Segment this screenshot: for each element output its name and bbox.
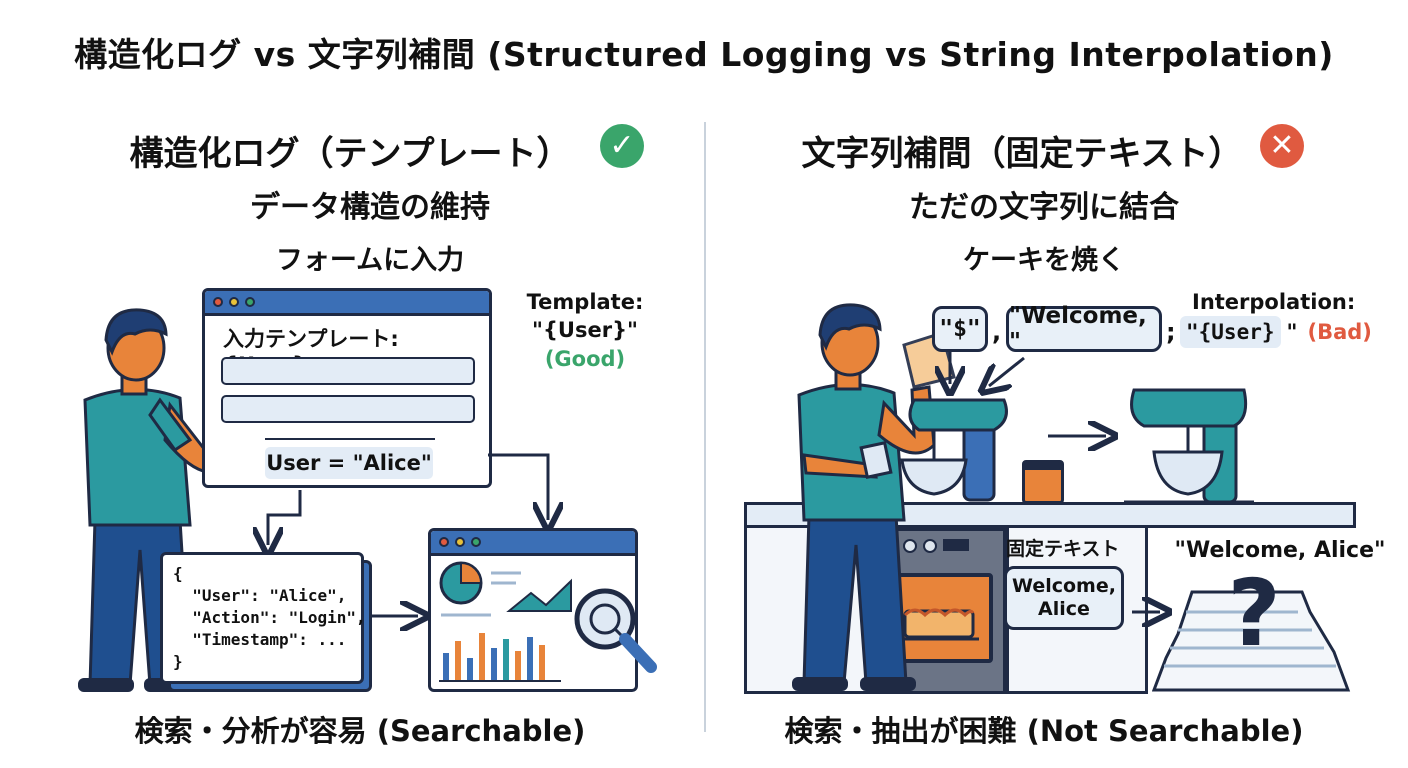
interpolation-bad-note: (Bad) xyxy=(1307,320,1372,344)
left-subheading: データ構造の維持 xyxy=(250,190,490,225)
json-line: "Timestamp": ... xyxy=(173,630,347,649)
json-line: "Action": "Login", xyxy=(173,608,366,627)
filled-value-underline xyxy=(265,438,435,440)
magnifier-icon xyxy=(574,588,657,673)
form-input-field-2[interactable] xyxy=(221,395,475,423)
stand-mixer-1 xyxy=(900,398,1008,502)
left-heading: 構造化ログ（テンプレート） xyxy=(129,134,571,174)
right-heading: 文字列補間（固定テキスト） xyxy=(801,134,1243,174)
form-input-field-1[interactable] xyxy=(221,357,475,385)
person-baking-illustration xyxy=(792,303,956,691)
left-panel: 構造化ログ（テンプレート） ✓ データ構造の維持 フォームに入力 xyxy=(0,124,704,768)
json-line: { xyxy=(173,564,183,583)
window-minimize-dot xyxy=(229,297,239,307)
window-close-dot xyxy=(439,537,449,547)
analytics-dashboard-window xyxy=(428,528,657,692)
comma-separator: , xyxy=(992,318,1002,346)
page-title: 構造化ログ vs 文字列補間 (Structured Logging vs St… xyxy=(74,35,1334,74)
result-string: "Welcome, Alice" xyxy=(1174,538,1386,563)
template-good-note: (Good) xyxy=(544,346,626,371)
json-line: } xyxy=(173,652,183,671)
left-footer: 検索・分析が容易 (Searchable) xyxy=(134,714,586,748)
filled-value-box: User = "Alice" xyxy=(265,447,433,479)
stand-mixer-2 xyxy=(1124,388,1254,504)
interpolation-label: Interpolation: xyxy=(1192,290,1356,314)
cross-icon: ✕ xyxy=(1260,124,1304,168)
fixed-text-label: 固定テキスト xyxy=(1006,538,1120,560)
bubble-user: "{User} xyxy=(1180,316,1281,348)
question-mark-icon: ? xyxy=(1227,560,1281,667)
ingredient-jar xyxy=(1022,460,1064,504)
bubble-user-group: "{User} " (Bad) xyxy=(1180,312,1372,352)
window-titlebar xyxy=(431,531,635,556)
window-maximize-dot xyxy=(471,537,481,547)
check-icon: ✓ xyxy=(600,124,644,168)
template-form-window: 入力テンプレート: {User} User = "Alice" xyxy=(202,288,492,488)
left-subheading-2: フォームに入力 xyxy=(275,245,465,276)
center-divider xyxy=(704,122,706,732)
semicolon-separator: ; xyxy=(1166,318,1176,346)
cake-icon xyxy=(899,608,979,641)
json-line: "User": "Alice", xyxy=(173,586,347,605)
bubble-welcome: "Welcome, " xyxy=(1006,303,1162,355)
dashboard-graphics xyxy=(439,561,572,682)
right-panel: 文字列補間（固定テキスト） ✕ ただの文字列に結合 ケーキを焼く xyxy=(704,0,1408,768)
oven-display xyxy=(943,539,969,551)
window-maximize-dot xyxy=(245,297,255,307)
template-value: "{User}" xyxy=(532,318,638,343)
oven-knob-icon xyxy=(903,539,917,553)
paper-stack-icon xyxy=(1152,590,1351,692)
flow-arrows xyxy=(704,352,1408,768)
oven-knob-icon xyxy=(923,539,937,553)
window-close-dot xyxy=(213,297,223,307)
template-caption: Template: xyxy=(526,290,644,314)
right-subheading-2: ケーキを焼く xyxy=(963,245,1125,276)
json-card: { "User": "Alice", "Action": "Login", "T… xyxy=(160,552,366,684)
bubble-dollar: "$" xyxy=(932,306,988,352)
oven-output-bubble: Welcome, Alice xyxy=(1004,566,1124,630)
window-minimize-dot xyxy=(455,537,465,547)
bubble-user-quote: " xyxy=(1286,320,1298,344)
right-subheading: ただの文字列に結合 xyxy=(909,190,1179,225)
flow-arrows xyxy=(0,453,704,768)
right-footer: 検索・抽出が困難 (Not Searchable) xyxy=(784,714,1304,748)
window-titlebar xyxy=(205,291,489,316)
template-label: Template: "{User}" (Good) xyxy=(510,288,660,373)
